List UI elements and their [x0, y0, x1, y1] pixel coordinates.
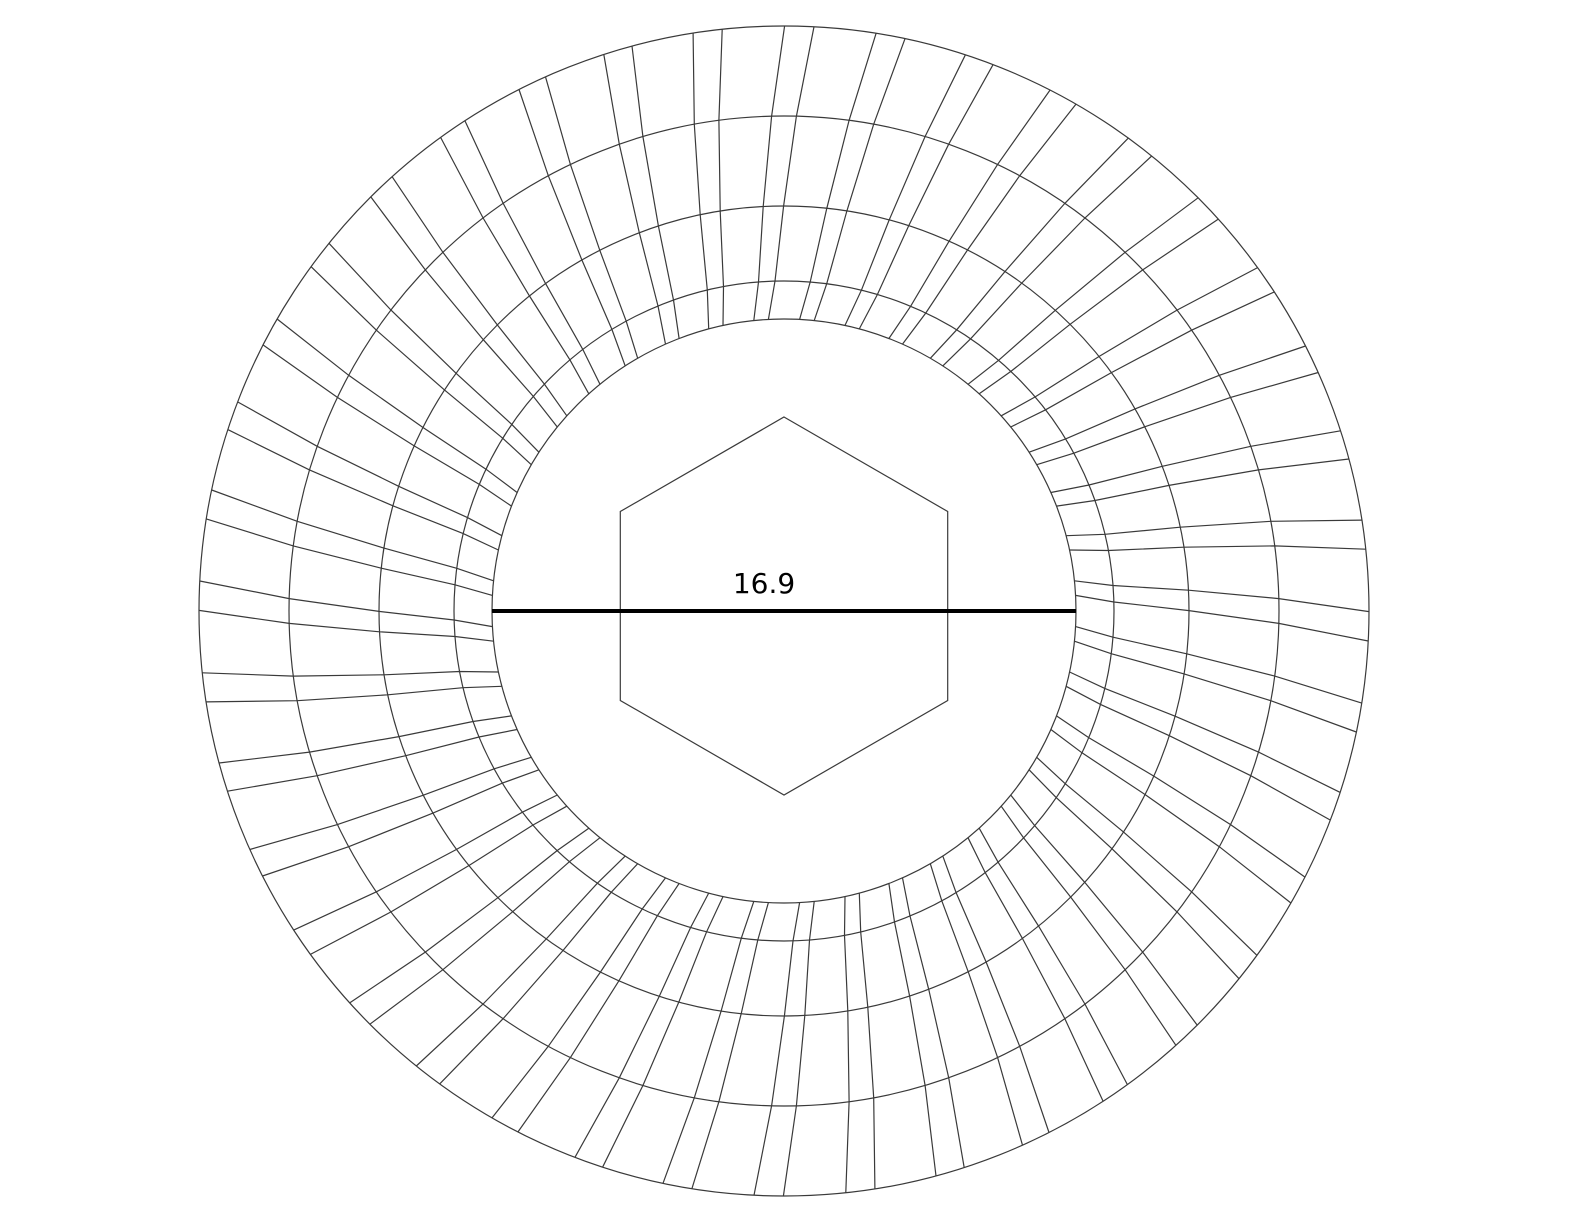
tooth-edge-right: [544, 76, 639, 359]
tooth-edge-right: [199, 580, 493, 628]
tooth-edge-left: [1069, 671, 1341, 793]
tooth-edge-left: [1036, 756, 1258, 956]
tooth-edge-right: [211, 489, 494, 582]
diameter-dimension-label: 16.9: [733, 567, 795, 600]
tooth-edge-right: [464, 120, 601, 385]
tooth-edge-right: [929, 863, 1024, 1146]
tooth-edge-left: [227, 728, 518, 792]
tooth-edge-right: [767, 26, 815, 320]
hexagon-socket: [619, 416, 949, 796]
tooth-edge-right: [888, 883, 937, 1176]
tooth-edge-right: [662, 901, 755, 1184]
tooth-edge-right: [1056, 458, 1349, 507]
tooth-edge-left: [206, 685, 502, 703]
tooth-edge-left: [517, 883, 680, 1133]
tooth-edge-right: [1069, 545, 1366, 552]
tooth-edge-left: [310, 805, 568, 955]
tooth-edge-left: [310, 266, 532, 466]
tooth-edge-left: [692, 33, 710, 329]
tooth-edge-left: [1074, 580, 1370, 613]
tooth-edge-left: [691, 902, 769, 1189]
tooth-edge-left: [858, 893, 876, 1189]
tooth-edge-right: [902, 103, 1077, 345]
tooth-edge-left: [262, 344, 512, 507]
tooth-edge-right: [328, 242, 540, 453]
tooth-edge-right: [249, 756, 532, 851]
tooth-edge-left: [518, 89, 626, 367]
tooth-edge-right: [1075, 594, 1369, 642]
tooth-edge-left: [929, 137, 1129, 359]
tooth-edge-right: [293, 794, 558, 931]
tooth-edge-left: [1000, 267, 1258, 417]
tooth-edge-left: [262, 769, 540, 877]
tooth-edge-right: [1010, 291, 1275, 428]
tooth-edge-left: [1075, 626, 1362, 704]
tooth-edge-right: [1065, 685, 1331, 821]
tooth-edge-left: [942, 855, 1050, 1133]
tooth-edge-left: [978, 827, 1128, 1085]
tooth-edge-left: [799, 33, 877, 320]
tooth-edge-left: [967, 197, 1199, 385]
tooth-edge-right: [1074, 640, 1357, 733]
ring-circle-1: [288, 115, 1280, 1107]
tooth-edge-left: [227, 429, 499, 551]
tooth-edge-left: [369, 837, 601, 1025]
tooth-edge-right: [978, 218, 1219, 395]
tooth-edge-left: [844, 54, 966, 326]
tooth-edge-left: [440, 137, 590, 395]
tooth-edge-right: [813, 38, 906, 321]
serrated-teeth: [198, 25, 1370, 1197]
tooth-edge-left: [1056, 715, 1306, 878]
tooth-edge-left: [370, 196, 558, 428]
tooth-edge-right: [858, 64, 994, 330]
tooth-edge-left: [1010, 794, 1198, 1026]
tooth-edge-right: [843, 896, 850, 1193]
tooth-edge-left: [602, 896, 724, 1168]
tooth-edge-right: [1000, 805, 1177, 1046]
tooth-edge-right: [1028, 769, 1240, 980]
tooth-edge-left: [603, 54, 667, 345]
tooth-edge-right: [718, 29, 725, 326]
tooth-edge-left: [1050, 430, 1341, 494]
tooth-edge-right: [415, 855, 626, 1067]
tooth-edge-left: [753, 25, 786, 321]
tooth-edge-left: [198, 609, 494, 642]
tooth-edge-right: [967, 837, 1104, 1102]
tooth-edge-right: [391, 176, 568, 417]
tooth-edge-right: [219, 715, 512, 764]
tooth-edge-right: [237, 401, 503, 537]
tooth-edge-right: [574, 892, 710, 1158]
tooth-edge-right: [349, 827, 590, 1004]
tooth-edge-right: [276, 318, 518, 493]
tooth-edge-right: [1050, 729, 1292, 904]
tooth-edge-left: [888, 89, 1051, 339]
tooth-edge-left: [782, 901, 815, 1197]
tooth-edge-right: [202, 670, 499, 677]
tooth-edge-right: [631, 46, 680, 339]
tooth-edge-right: [491, 877, 666, 1119]
tooth-edge-right: [1036, 371, 1319, 466]
tooth-edge-right: [753, 902, 801, 1196]
tooth-edge-left: [1028, 345, 1306, 453]
tooth-edge-left: [206, 518, 493, 596]
tooth-edge-left: [901, 877, 965, 1168]
tooth-edge-right: [942, 155, 1153, 367]
ring-circle-3: [453, 280, 1115, 942]
tooth-edge-left: [439, 863, 639, 1085]
tooth-edge-left: [1066, 519, 1362, 537]
